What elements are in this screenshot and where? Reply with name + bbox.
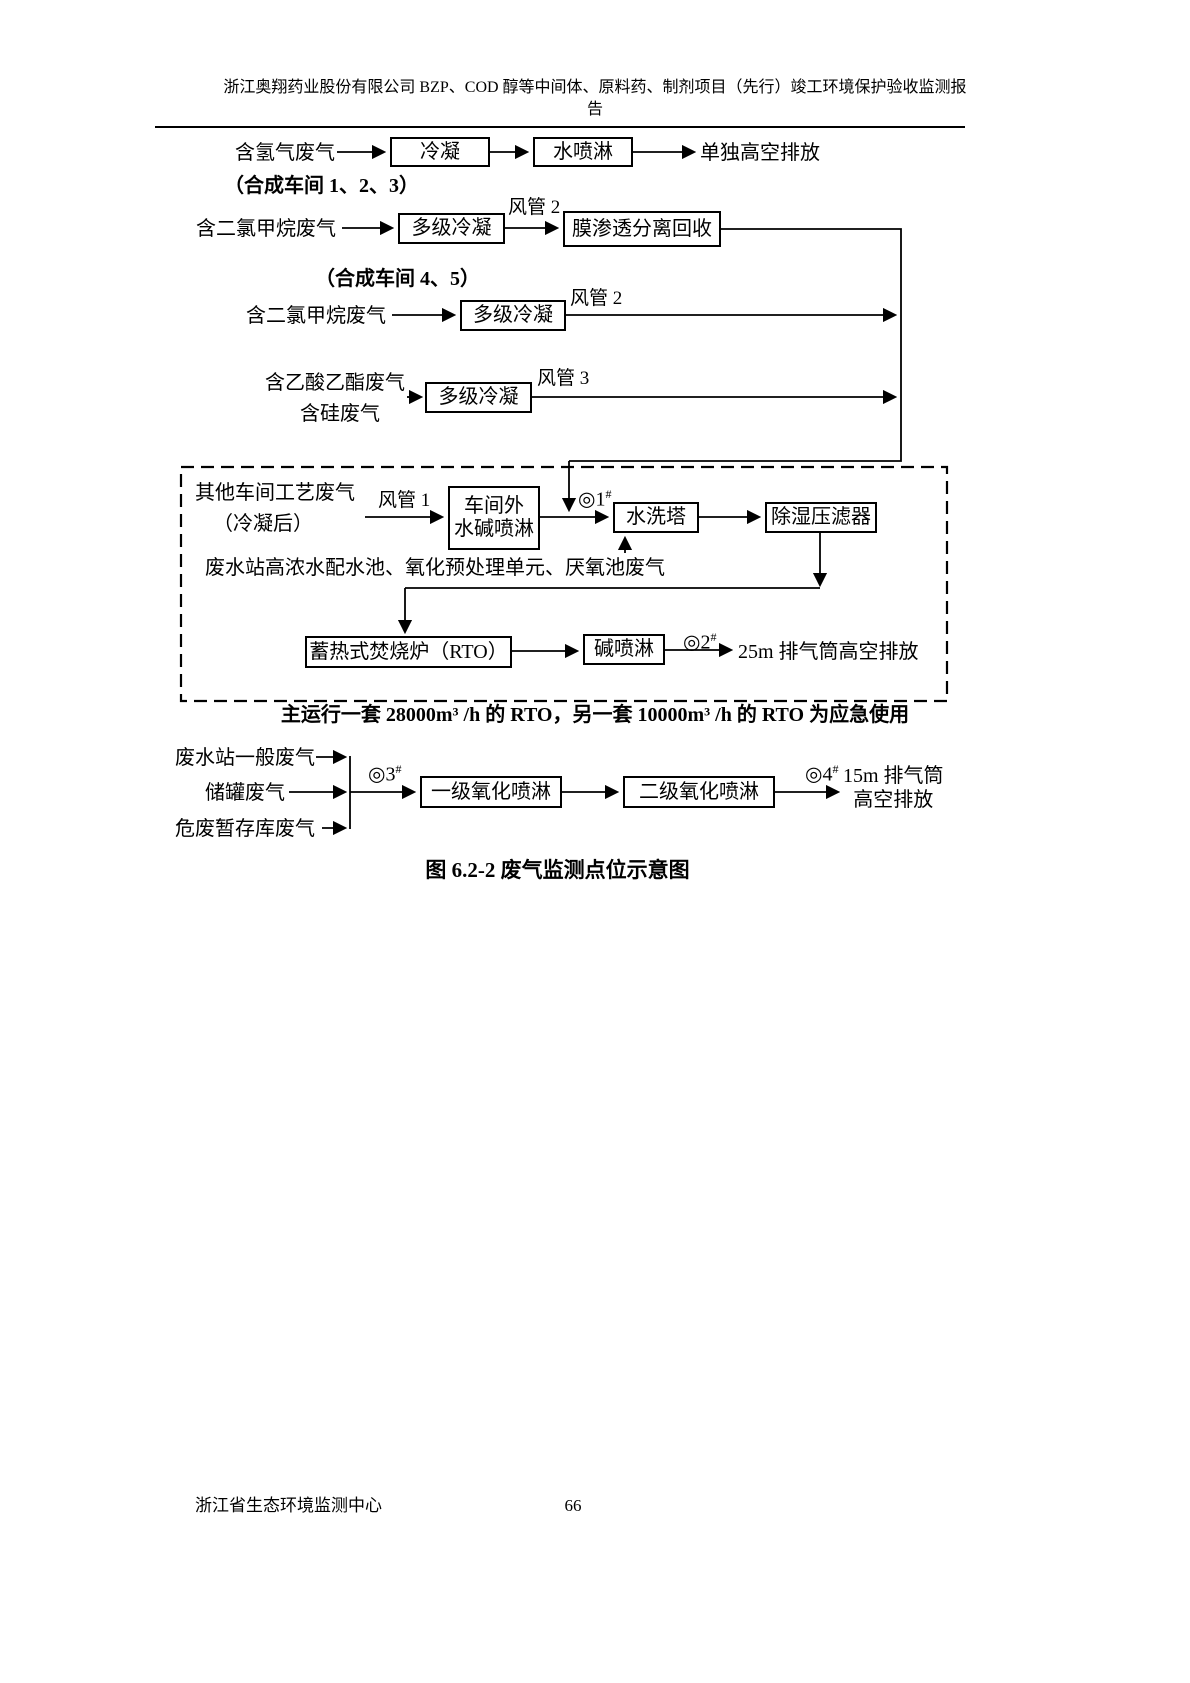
stack-15m-outlet-line2: 高空排放 xyxy=(853,789,934,811)
monitor-point-4-sup: # xyxy=(832,762,839,776)
duct2-label-a: 风管 2 xyxy=(508,197,561,218)
header-title-line2: 告 xyxy=(586,101,603,118)
source-hazwaste-storage: 危废暂存库废气 xyxy=(175,818,315,840)
monitor-point-4-mark: ◎4 xyxy=(805,763,833,786)
header-rule xyxy=(155,126,965,128)
source-ethyl-acetate: 含乙酸乙酯废气 xyxy=(265,372,405,394)
monitor-point-3-sup: # xyxy=(395,762,402,776)
duct3-label: 风管 3 xyxy=(537,368,590,389)
separate-stack-outlet: 单独高空排放 xyxy=(700,142,820,164)
workshop45-label: （合成车间 4、5） xyxy=(315,268,480,290)
source-dcm-workshop123: 含二氯甲烷废气 xyxy=(196,218,336,240)
stack-25m-outlet: 25m 排气筒高空排放 xyxy=(738,641,919,663)
rto-dashed-boundary xyxy=(179,465,949,703)
source-dcm-workshop45: 含二氯甲烷废气 xyxy=(246,305,386,327)
monitor-point-1: ◎1# xyxy=(578,487,611,512)
monitor-point-1-sup: # xyxy=(605,487,612,501)
condense-box: 冷凝 xyxy=(390,137,490,167)
wash-tower-box: 水洗塔 xyxy=(613,502,699,533)
workshop123-label: （合成车间 1、2、3） xyxy=(224,175,419,197)
header-title-line1: 浙江奥翔药业股份有限公司 BZP、COD 醇等中间体、原料药、制剂项目（先行）竣… xyxy=(223,79,967,96)
monitor-point-2-mark: ◎2 xyxy=(683,631,711,654)
monitor-point-4: ◎4# xyxy=(805,762,838,787)
duct2-label-b: 风管 2 xyxy=(570,288,623,309)
rto-operation-note: 主运行一套 28000m³ /h 的 RTO，另一套 10000m³ /h 的 … xyxy=(280,704,910,726)
oxidation-spray-stage1-box: 一级氧化喷淋 xyxy=(420,776,562,808)
alkali-spray-box: 碱喷淋 xyxy=(583,634,665,665)
footer-organization: 浙江省生态环境监测中心 xyxy=(195,1496,382,1515)
multi-condense-box-ea: 多级冷凝 xyxy=(425,382,532,413)
monitor-point-2-sup: # xyxy=(710,630,717,644)
monitor-point-3-mark: ◎3 xyxy=(368,763,396,786)
footer-page-number: 66 xyxy=(564,1496,582,1515)
source-other-workshops-note: （冷凝后） xyxy=(213,513,313,535)
source-hydrogen-gas: 含氢气废气 xyxy=(235,142,335,164)
duct1-label: 风管 1 xyxy=(378,490,431,511)
dehumid-filter-box: 除湿压滤器 xyxy=(765,502,877,533)
rto-incinerator-box: 蓄热式焚烧炉（RTO） xyxy=(305,636,512,668)
source-silicon-gas: 含硅废气 xyxy=(300,403,380,425)
oxidation-spray-stage2-box: 二级氧化喷淋 xyxy=(623,776,775,808)
monitor-point-2: ◎2# xyxy=(683,630,716,655)
source-wastewater-station: 废水站高浓水配水池、氧化预处理单元、厌氧池废气 xyxy=(205,557,665,579)
figure-caption: 图 6.2-2 废气监测点位示意图 xyxy=(425,858,690,882)
source-wastewater-general: 废水站一般废气 xyxy=(175,747,315,769)
stack-15m-outlet-line1: 15m 排气筒 xyxy=(843,765,944,787)
monitor-point-3: ◎3# xyxy=(368,762,401,787)
multi-condense-box-45: 多级冷凝 xyxy=(460,300,566,331)
source-other-workshops: 其他车间工艺废气 xyxy=(195,482,355,504)
stack-15m-outlet: 15m 排气筒 高空排放 xyxy=(843,764,944,812)
monitor-point-1-mark: ◎1 xyxy=(578,488,606,511)
water-spray-box: 水喷淋 xyxy=(533,137,633,167)
source-storage-tank: 储罐废气 xyxy=(205,782,285,804)
box-label-line1: 车间外 xyxy=(464,495,524,517)
box-label-line2: 水碱喷淋 xyxy=(454,518,534,540)
multi-condense-box-123: 多级冷凝 xyxy=(398,213,505,244)
membrane-recovery-box: 膜渗透分离回收 xyxy=(563,211,721,247)
workshop-alkali-spray-box: 车间外 水碱喷淋 xyxy=(448,486,540,550)
